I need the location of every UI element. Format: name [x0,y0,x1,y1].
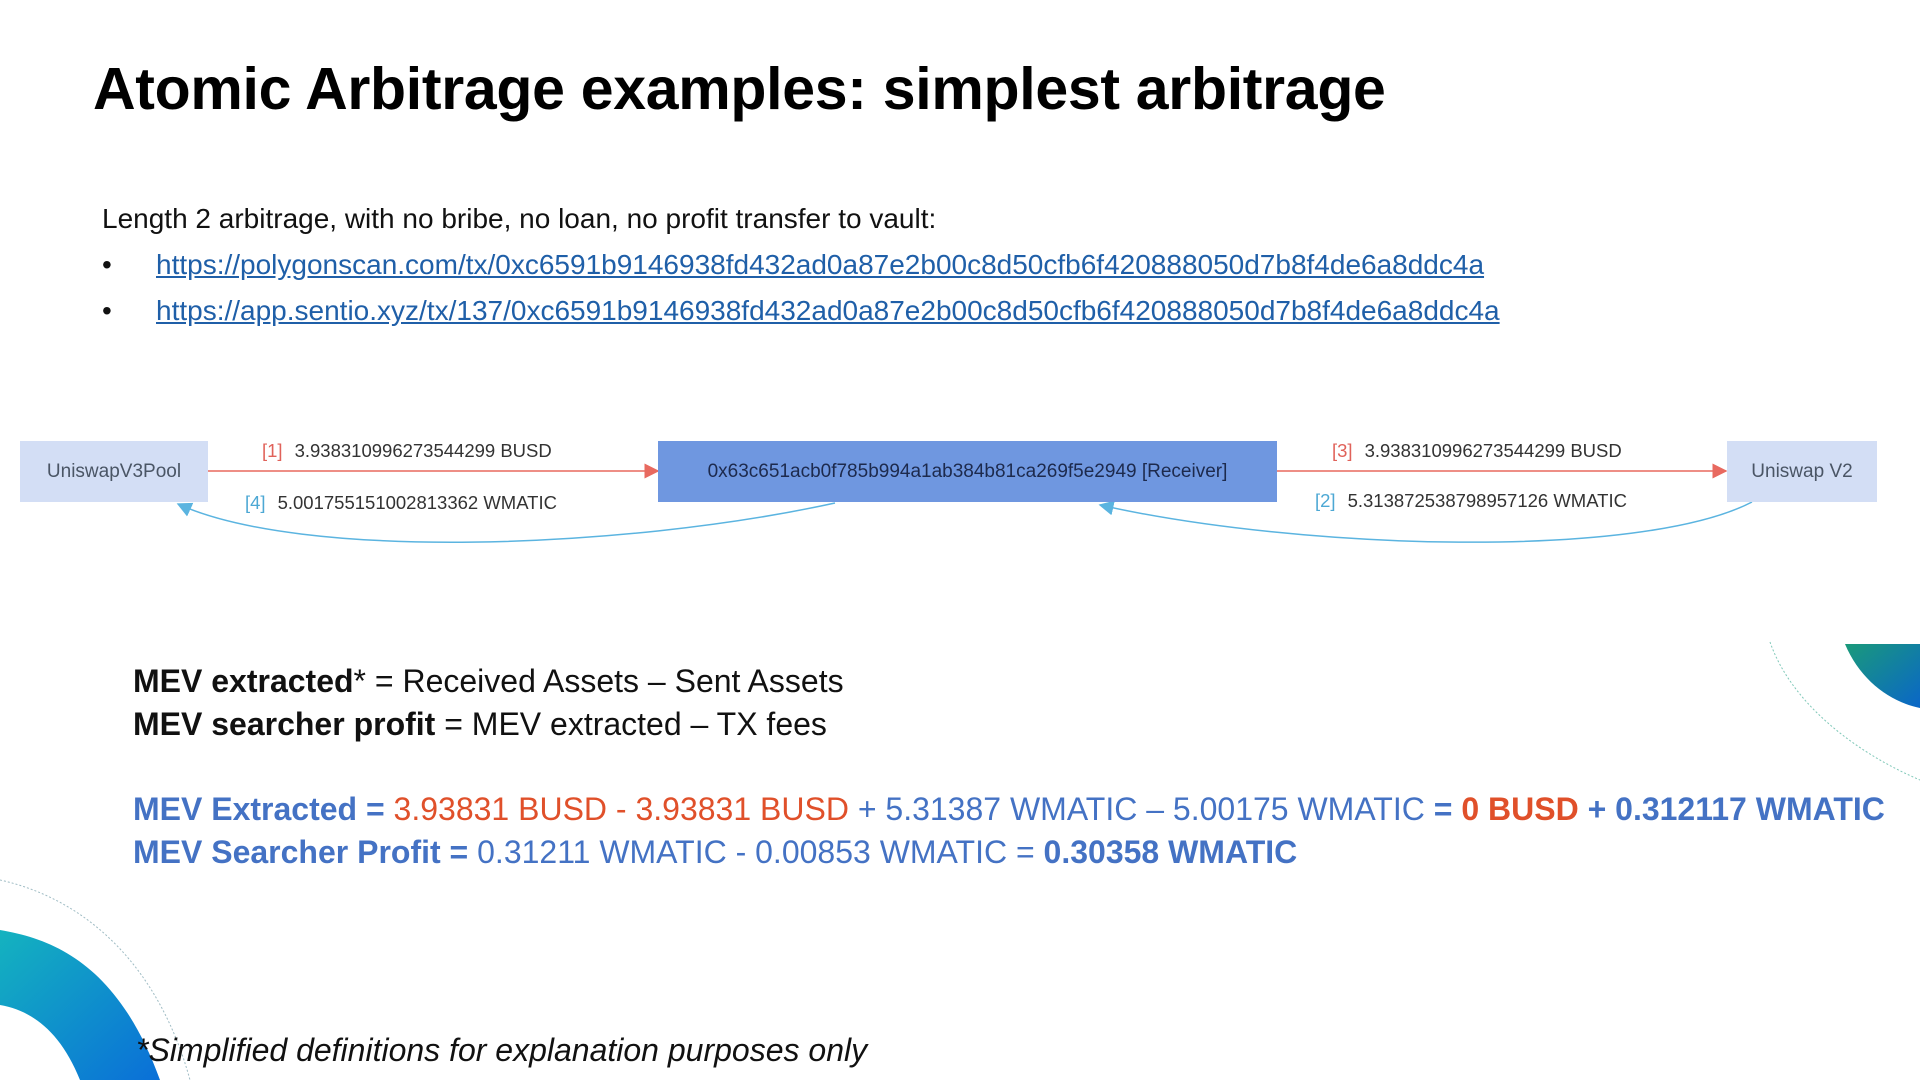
edge-index: [3] [1332,440,1353,461]
intro-text: Length 2 arbitrage, with no bribe, no lo… [102,203,937,234]
definition-text: = MEV extracted – TX fees [435,706,827,742]
definition-term: MEV searcher profit [133,706,436,742]
edge-amount: 5.001755151002813362 WMATIC [277,492,557,513]
uniswap-v3-pool-node: UniswapV3Pool [20,441,208,502]
calc-result: 0.30358 WMATIC [1043,834,1298,870]
calc-equals: = [1433,791,1462,827]
corner-decoration-top-right [1769,641,1920,781]
calc-label: MEV Extracted = [133,791,394,827]
definition-text: * = Received Assets – Sent Assets [353,663,844,699]
corner-decoration-bottom-left [0,879,191,1080]
calc-result-wmatic: + 0.312117 WMATIC [1578,791,1885,827]
edge-amount: 3.938310996273544299 BUSD [294,440,552,461]
footnote: *Simplified definitions for explanation … [136,1032,868,1068]
sentio-link[interactable]: https://app.sentio.xyz/tx/137/0xc6591b91… [156,295,1500,326]
calc-terms: 0.31211 WMATIC - 0.00853 WMATIC = [477,834,1044,870]
edge-index: [1] [262,440,283,461]
definition-searcher-profit: MEV searcher profit = MEV extracted – TX… [133,706,827,743]
receiver-node: 0x63c651acb0f785b994a1ab384b81ca269f5e29… [658,441,1277,502]
link-list-item: • https://app.sentio.xyz/tx/137/0xc6591b9… [102,295,1500,327]
calc-result-busd: 0 BUSD [1461,791,1579,827]
edge-amount: 5.313872538798957126 WMATIC [1347,490,1627,511]
edge-label-2: [2] 5.313872538798957126 WMATIC [1315,490,1627,512]
arrow-4 [176,502,836,543]
edge-index: [2] [1315,490,1336,511]
edge-label-4: [4] 5.001755151002813362 WMATIC [245,492,557,514]
flow-arrows [176,463,1753,543]
edge-label-1: [1] 3.938310996273544299 BUSD [262,440,552,462]
definition-term: MEV extracted [133,663,354,699]
transfer-flow-diagram: UniswapV3Pool 0x63c651acb0f785b994a1ab38… [0,430,1920,560]
link-list-item: • https://polygonscan.com/tx/0xc6591b9146… [102,249,1484,281]
polygonscan-link[interactable]: https://polygonscan.com/tx/0xc6591b91469… [156,249,1485,280]
bullet: • [102,249,112,280]
calc-busd-terms: 3.93831 BUSD - 3.93831 BUSD [393,791,849,827]
edge-amount: 3.938310996273544299 BUSD [1364,440,1622,461]
uniswap-v2-node: Uniswap V2 [1727,441,1877,502]
arrow-2 [1098,500,1753,543]
bullet: • [102,295,112,326]
edge-index: [4] [245,492,266,513]
calc-label: MEV Searcher Profit = [133,834,478,870]
edge-label-3: [3] 3.938310996273544299 BUSD [1332,440,1622,462]
calculation-mev-extracted: MEV Extracted = 3.93831 BUSD - 3.93831 B… [133,791,1885,828]
slide-title: Atomic Arbitrage examples: simplest arbi… [93,56,1386,122]
calc-wmatic-terms: + 5.31387 WMATIC – 5.00175 WMATIC [848,791,1434,827]
definition-mev-extracted: MEV extracted* = Received Assets – Sent … [133,663,844,700]
calculation-searcher-profit: MEV Searcher Profit = 0.31211 WMATIC - 0… [133,834,1297,871]
